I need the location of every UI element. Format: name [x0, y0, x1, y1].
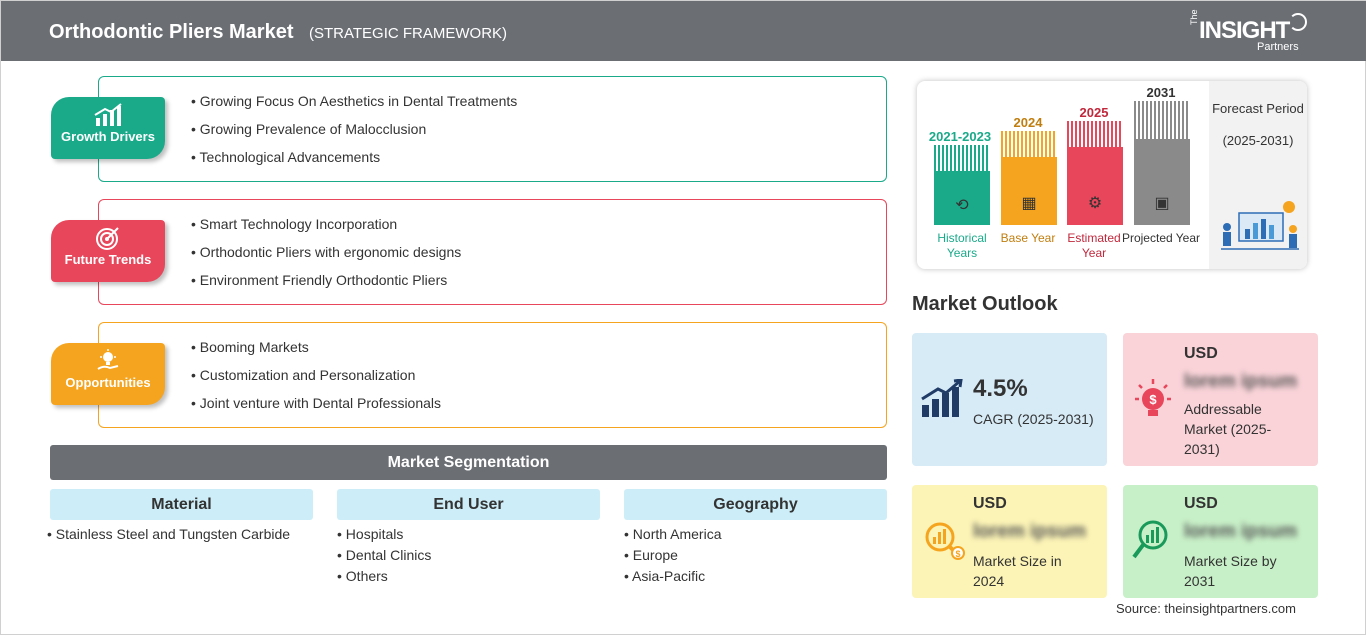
- growth-bars-icon: [921, 379, 963, 417]
- segment-item: Others: [337, 568, 600, 589]
- addressable-label: Addressable Market (2025-2031): [1184, 401, 1272, 457]
- segment-item: North America: [624, 526, 887, 547]
- timeline-caption: Estimated Year: [1067, 231, 1121, 260]
- svg-text:$: $: [955, 549, 960, 559]
- page-subtitle: (STRATEGIC FRAMEWORK): [309, 25, 508, 42]
- logo-arc-icon: [1289, 13, 1307, 31]
- dollar-bulb-icon: $: [1135, 379, 1171, 416]
- segment-item: Hospitals: [337, 526, 600, 547]
- market-size-2024-card: $ USD lorem ipsum Market Size in 2024: [912, 485, 1107, 598]
- size2031-value-blurred: lorem ipsum: [1184, 521, 1297, 542]
- segment-header: Geography: [624, 489, 887, 520]
- size2024-value-blurred: lorem ipsum: [973, 521, 1086, 542]
- timeline-year: 2021-2023: [928, 129, 992, 144]
- opportunity-item: Joint venture with Dental Professionals: [191, 395, 441, 423]
- timeline-bar-base: ▦: [1001, 131, 1057, 225]
- market-size-2031-card: USD lorem ipsum Market Size by 2031: [1123, 485, 1318, 598]
- lightbulb-hand-icon: [51, 349, 165, 375]
- page-title: Orthodontic Pliers Market: [49, 21, 294, 43]
- svg-text:$: $: [1149, 392, 1157, 407]
- timeline-year: 2025: [1079, 105, 1109, 120]
- cagr-value: 4.5%: [973, 375, 1028, 402]
- future-trends-badge: Future Trends: [51, 220, 165, 282]
- timeline-caption: Base Year: [1000, 231, 1056, 245]
- size2024-label: Market Size in 2024: [973, 553, 1062, 589]
- addressable-market-card: $ USD lorem ipsum Addressable Market (20…: [1123, 333, 1318, 466]
- magnifier-growth-icon: [1132, 520, 1168, 559]
- future-trends-box: Smart Technology Incorporation Orthodont…: [98, 199, 887, 305]
- market-outlook-title: Market Outlook: [912, 293, 1058, 315]
- segment-end-user: End User Hospitals Dental Clinics Others: [337, 489, 600, 589]
- logo-the-text: The: [1189, 9, 1199, 25]
- opportunities-badge: Opportunities: [51, 343, 165, 405]
- future-trend-item: Smart Technology Incorporation: [191, 216, 461, 244]
- timeline-caption: Historical Years: [937, 231, 987, 260]
- cagr-label: CAGR (2025-2031): [973, 411, 1094, 427]
- future-trends-label: Future Trends: [64, 252, 152, 267]
- growth-drivers-badge: Growth Drivers: [51, 97, 165, 159]
- insight-partners-logo[interactable]: The INSIGHT Partners: [1189, 9, 1319, 55]
- target-icon: [51, 226, 165, 252]
- history-clock-icon: ⟲: [955, 197, 969, 214]
- growth-drivers-label: Growth Drivers: [61, 129, 155, 144]
- future-trend-item: Orthodontic Pliers with ergonomic design…: [191, 244, 461, 272]
- opportunity-item: Booming Markets: [191, 339, 441, 367]
- opportunities-box: Booming Markets Customization and Person…: [98, 322, 887, 428]
- segment-item: Dental Clinics: [337, 547, 600, 568]
- forecast-period-range: (2025-2031): [1222, 133, 1294, 148]
- opportunities-label: Opportunities: [65, 375, 151, 390]
- timeline-bar-estimated: ⚙: [1067, 121, 1123, 225]
- analytics-team-illustration-icon: [1221, 201, 1299, 250]
- growth-driver-item: Technological Advancements: [191, 149, 517, 177]
- cagr-card: 4.5% CAGR (2025-2031): [912, 333, 1107, 466]
- addressable-value-blurred: lorem ipsum: [1184, 371, 1297, 392]
- segment-geography: Geography North America Europe Asia-Paci…: [624, 489, 887, 589]
- timeline-panel: 2021-2023 ⟲ Historical Years 2024 ▦ Base…: [917, 81, 1307, 269]
- growth-driver-item: Growing Focus On Aesthetics in Dental Tr…: [191, 93, 517, 121]
- future-trend-item: Environment Friendly Orthodontic Pliers: [191, 272, 461, 300]
- addressable-usd-label: USD: [1184, 345, 1218, 362]
- timeline-year: 2031: [1146, 85, 1176, 100]
- growth-driver-item: Growing Prevalence of Malocclusion: [191, 121, 517, 149]
- market-segmentation-title: Market Segmentation: [50, 445, 887, 480]
- segment-item: Stainless Steel and Tungsten Carbide: [47, 526, 313, 547]
- timeline-bar-projected: ▣: [1134, 101, 1190, 225]
- segment-material: Material Stainless Steel and Tungsten Ca…: [50, 489, 313, 547]
- segment-item: Europe: [624, 547, 887, 568]
- segment-header: End User: [337, 489, 600, 520]
- logo-partners-text: Partners: [1257, 41, 1299, 53]
- logo-insight-text: INSIGHT: [1199, 17, 1290, 44]
- segment-header: Material: [50, 489, 313, 520]
- size2024-usd-label: USD: [973, 495, 1007, 512]
- timeline-bar-historical: ⟲: [934, 145, 990, 225]
- growth-drivers-box: Growing Focus On Aesthetics in Dental Tr…: [98, 76, 887, 182]
- calendar-icon: ▦: [1021, 195, 1037, 212]
- opportunity-item: Customization and Personalization: [191, 367, 441, 395]
- presentation-board-icon: ▣: [1154, 195, 1170, 212]
- timeline-year: 2024: [1013, 115, 1043, 130]
- segment-item: Asia-Pacific: [624, 568, 887, 589]
- magnifier-dollar-icon: $: [925, 522, 965, 560]
- estimate-gears-icon: ⚙: [1087, 195, 1103, 212]
- timeline-caption: Projected Year: [1121, 231, 1201, 245]
- size2031-usd-label: USD: [1184, 495, 1218, 512]
- header-bar: Orthodontic Pliers Market (STRATEGIC FRA…: [1, 1, 1366, 61]
- source-credit[interactable]: Source: theinsightpartners.com: [1116, 601, 1296, 616]
- size2031-label: Market Size by 2031: [1184, 553, 1277, 589]
- growth-chart-icon: [51, 103, 165, 129]
- forecast-period-label: Forecast Period: [1212, 101, 1304, 116]
